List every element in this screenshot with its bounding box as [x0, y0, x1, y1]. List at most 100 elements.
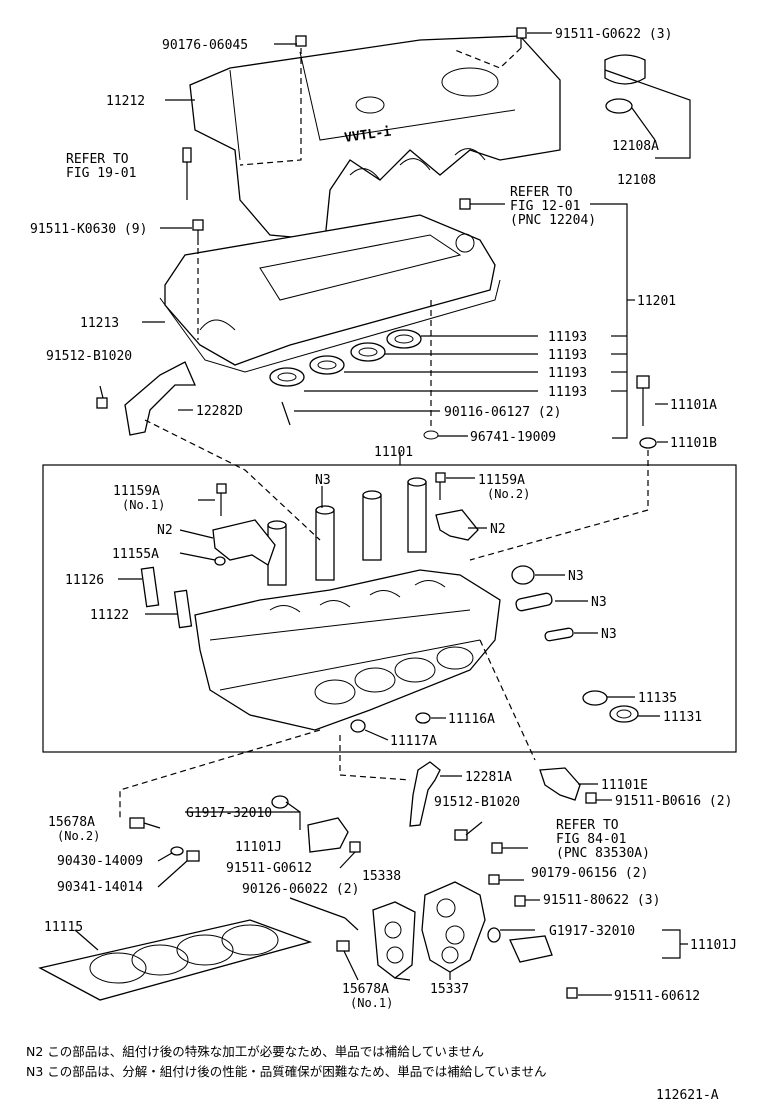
label-91512-b1020-lower: 91512-B1020: [434, 795, 520, 810]
bracket-12281a: [409, 761, 441, 827]
label-n3-top: N3: [315, 473, 331, 488]
label-11201: 11201: [637, 294, 676, 309]
label-refer3-b: FIG 84-01: [556, 832, 626, 847]
label-refer3-c: (PNC 83530A): [556, 846, 650, 861]
label-refer2-a: REFER TO: [510, 185, 573, 200]
label-90126: 90126-06022 (2): [242, 882, 359, 897]
label-11117a: 11117A: [390, 734, 437, 749]
label-12108: 12108: [617, 173, 656, 188]
gasket-15338: [372, 901, 416, 979]
housing-15337: [421, 881, 486, 973]
label-11126: 11126: [65, 573, 104, 588]
label-90116: 90116-06127 (2): [444, 405, 561, 420]
label-15678a-no1: 15678A: [342, 982, 389, 997]
label-11159a-no1-sub: (No.1): [122, 498, 165, 512]
label-91511-g0612: 91511-G0612: [226, 861, 312, 876]
label-90430: 90430-14009: [57, 854, 143, 869]
label-91511-b0616: 91511-B0616 (2): [615, 794, 732, 809]
label-11159a-no2: 11159A: [478, 473, 525, 488]
label-n2-right: N2: [490, 522, 506, 537]
label-11193-3: 11193: [548, 366, 587, 381]
label-15338: 15338: [362, 869, 401, 884]
plug-gasket-1: [386, 329, 422, 349]
label-15678a-no2-sub: (No.2): [57, 829, 100, 843]
label-12108a: 12108A: [612, 139, 659, 154]
ocv-11101j-upper: [307, 817, 349, 853]
leader-lines: [74, 32, 691, 996]
label-n2-left: N2: [157, 523, 173, 538]
bolt-90176: [295, 35, 307, 47]
plug-gasket-2: [350, 342, 386, 362]
vvtli-logo: VVTL-i: [343, 125, 392, 146]
bracket-12282d: [124, 361, 196, 436]
gasket-96741: [423, 430, 439, 440]
label-11101a: 11101A: [670, 398, 717, 413]
note-n3: N3 この部品は、分解・組付け後の性能・品質確保が困難なため、単品では補給してい…: [26, 1064, 547, 1079]
bearing-cap-left: [212, 519, 276, 566]
bolt-91511-g0622: [516, 27, 527, 39]
label-90341: 90341-14014: [57, 880, 143, 895]
plug-gasket-4: [269, 367, 305, 387]
label-91511-80622: 91511-80622 (3): [543, 893, 660, 908]
label-refer2-c: (PNC 12204): [510, 213, 596, 228]
label-11193-2: 11193: [548, 348, 587, 363]
label-15337: 15337: [430, 982, 469, 997]
label-refer1-b: FIG 19-01: [66, 166, 136, 181]
label-g1917-lower: G1917-32010: [549, 924, 635, 939]
label-11101j-upper: 11101J: [235, 840, 282, 855]
label-refer3-a: REFER TO: [556, 818, 619, 833]
label-11213: 11213: [80, 316, 119, 331]
label-n3-c: N3: [601, 627, 617, 642]
label-11101b: 11101B: [670, 436, 717, 451]
cylinder-head-drawing: [194, 569, 501, 731]
label-11212: 11212: [106, 94, 145, 109]
label-90179: 90179-06156 (2): [531, 866, 648, 881]
label-15678a-no1-sub: (No.1): [350, 996, 393, 1010]
cap-gasket: [605, 98, 633, 114]
engine-cover-drawing: VVTL-i: [189, 35, 561, 241]
label-11193-1: 11193: [548, 330, 587, 345]
label-91511-g0622: 91511-G0622 (3): [555, 27, 672, 42]
label-11101e: 11101E: [601, 778, 648, 793]
dashed-guides: [119, 47, 649, 818]
label-11115: 11115: [44, 920, 83, 935]
label-91511-60612: 91511-60612: [614, 989, 700, 1004]
label-11101: 11101: [374, 445, 413, 460]
label-96741: 96741-19009: [470, 430, 556, 445]
label-n3-a: N3: [568, 569, 584, 584]
label-11135: 11135: [638, 691, 677, 706]
label-90176: 90176-06045: [162, 38, 248, 53]
label-refer2-b: FIG 12-01: [510, 199, 580, 214]
note-n2: N2 この部品は、組付け後の特殊な加工が必要なため、単品では補給していません: [26, 1044, 484, 1059]
label-12282d: 12282D: [196, 404, 243, 419]
label-11159a-no2-sub: (No.2): [487, 487, 530, 501]
label-11122: 11122: [90, 608, 129, 623]
label-91512-b1020-upper: 91512-B1020: [46, 349, 132, 364]
label-12281a: 12281A: [465, 770, 512, 785]
washer-11101b: [639, 437, 657, 449]
label-91511-k0630: 91511-K0630 (9): [30, 222, 147, 237]
label-n3-b: N3: [591, 595, 607, 610]
label-refer1-a: REFER TO: [66, 152, 129, 167]
text-labels: 90176-06045 91511-G0622 (3) 11212 REFER …: [26, 27, 737, 1103]
plug-gasket-3: [309, 355, 345, 375]
bolt-91511-k0630: [192, 219, 204, 231]
label-11101j-lower: 11101J: [690, 938, 737, 953]
label-15678a-no2: 15678A: [48, 815, 95, 830]
head-gasket-11115: [38, 919, 313, 1001]
figure-id: 112621-A: [656, 1088, 719, 1103]
ocv-11101j-lower: [509, 935, 553, 963]
head-assembly-frame: [42, 464, 737, 753]
sensor-11101e: [539, 767, 581, 801]
label-11131: 11131: [663, 710, 702, 725]
stud-90116: [281, 401, 291, 426]
label-11159a-no1: 11159A: [113, 484, 160, 499]
label-11193-4: 11193: [548, 385, 587, 400]
label-11116a: 11116A: [448, 712, 495, 727]
head-cover-drawing: [159, 214, 501, 373]
bearing-cap-right: [435, 509, 479, 541]
oil-filler-cap: [604, 54, 646, 85]
label-11155a: 11155A: [112, 547, 159, 562]
label-g1917-upper: G1917-32010: [186, 806, 272, 821]
